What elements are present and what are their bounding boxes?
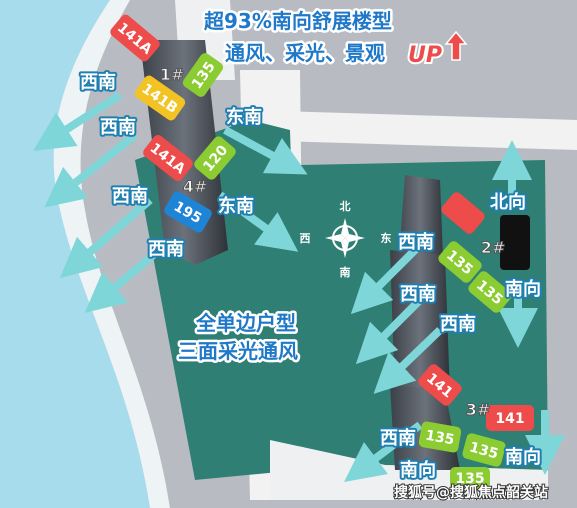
tag-135-b2: 135 [462,433,506,467]
label-sw-2: 西南 [100,116,136,138]
label-sw-r1: 西南 [398,231,434,253]
tag-135-b1: 135 [418,421,462,453]
compass-south: 南 [340,265,351,279]
center-line-2: 三面采光通风 [178,339,298,363]
header-up: UP [408,43,442,68]
building-3-label: 3# [466,400,491,419]
tag-135-b3: 135 [450,467,490,489]
dark-block [500,215,530,270]
label-south-bottom-1: 南向 [400,459,436,481]
watermark: 搜狐号@搜狐焦点韶关站 [394,484,548,501]
compass-east: 东 [381,231,392,245]
label-north: 北向 [490,191,526,213]
compass-west: 西 [300,232,311,245]
header-line-2: 通风、采光、景观 [225,41,385,65]
tag-red-blank [441,192,485,234]
label-sw-r3: 西南 [440,313,476,335]
label-sw-3: 西南 [112,185,148,207]
building-4-label: 4# [183,177,208,196]
svg-text:135: 135 [424,428,456,449]
label-se-2: 东南 [218,195,254,217]
river-bank [53,0,171,508]
compass-rose [325,218,365,258]
tag-141-b: 141 [486,405,534,431]
ventilation-arrows [33,91,565,482]
label-south-right: 南向 [505,278,541,300]
building-1-label: 1# [160,65,185,84]
label-se-1: 东南 [226,106,262,128]
header-line-1: 超93%南向舒展楼型 [203,9,392,33]
center-line-1: 全单边户型 [195,311,296,335]
label-sw-4: 西南 [148,238,184,260]
label-south-bottom-2: 南向 [505,446,541,468]
label-sw-1: 西南 [80,71,116,93]
svg-text:135: 135 [468,439,500,462]
svg-text:135: 135 [455,471,484,487]
label-sw-bottom: 西南 [380,427,416,449]
label-sw-r2: 西南 [400,283,436,305]
up-arrow-icon [444,30,468,61]
compass-north: 北 [340,199,351,213]
building-2-label: 2# [481,238,506,257]
svg-text:141: 141 [495,411,524,427]
